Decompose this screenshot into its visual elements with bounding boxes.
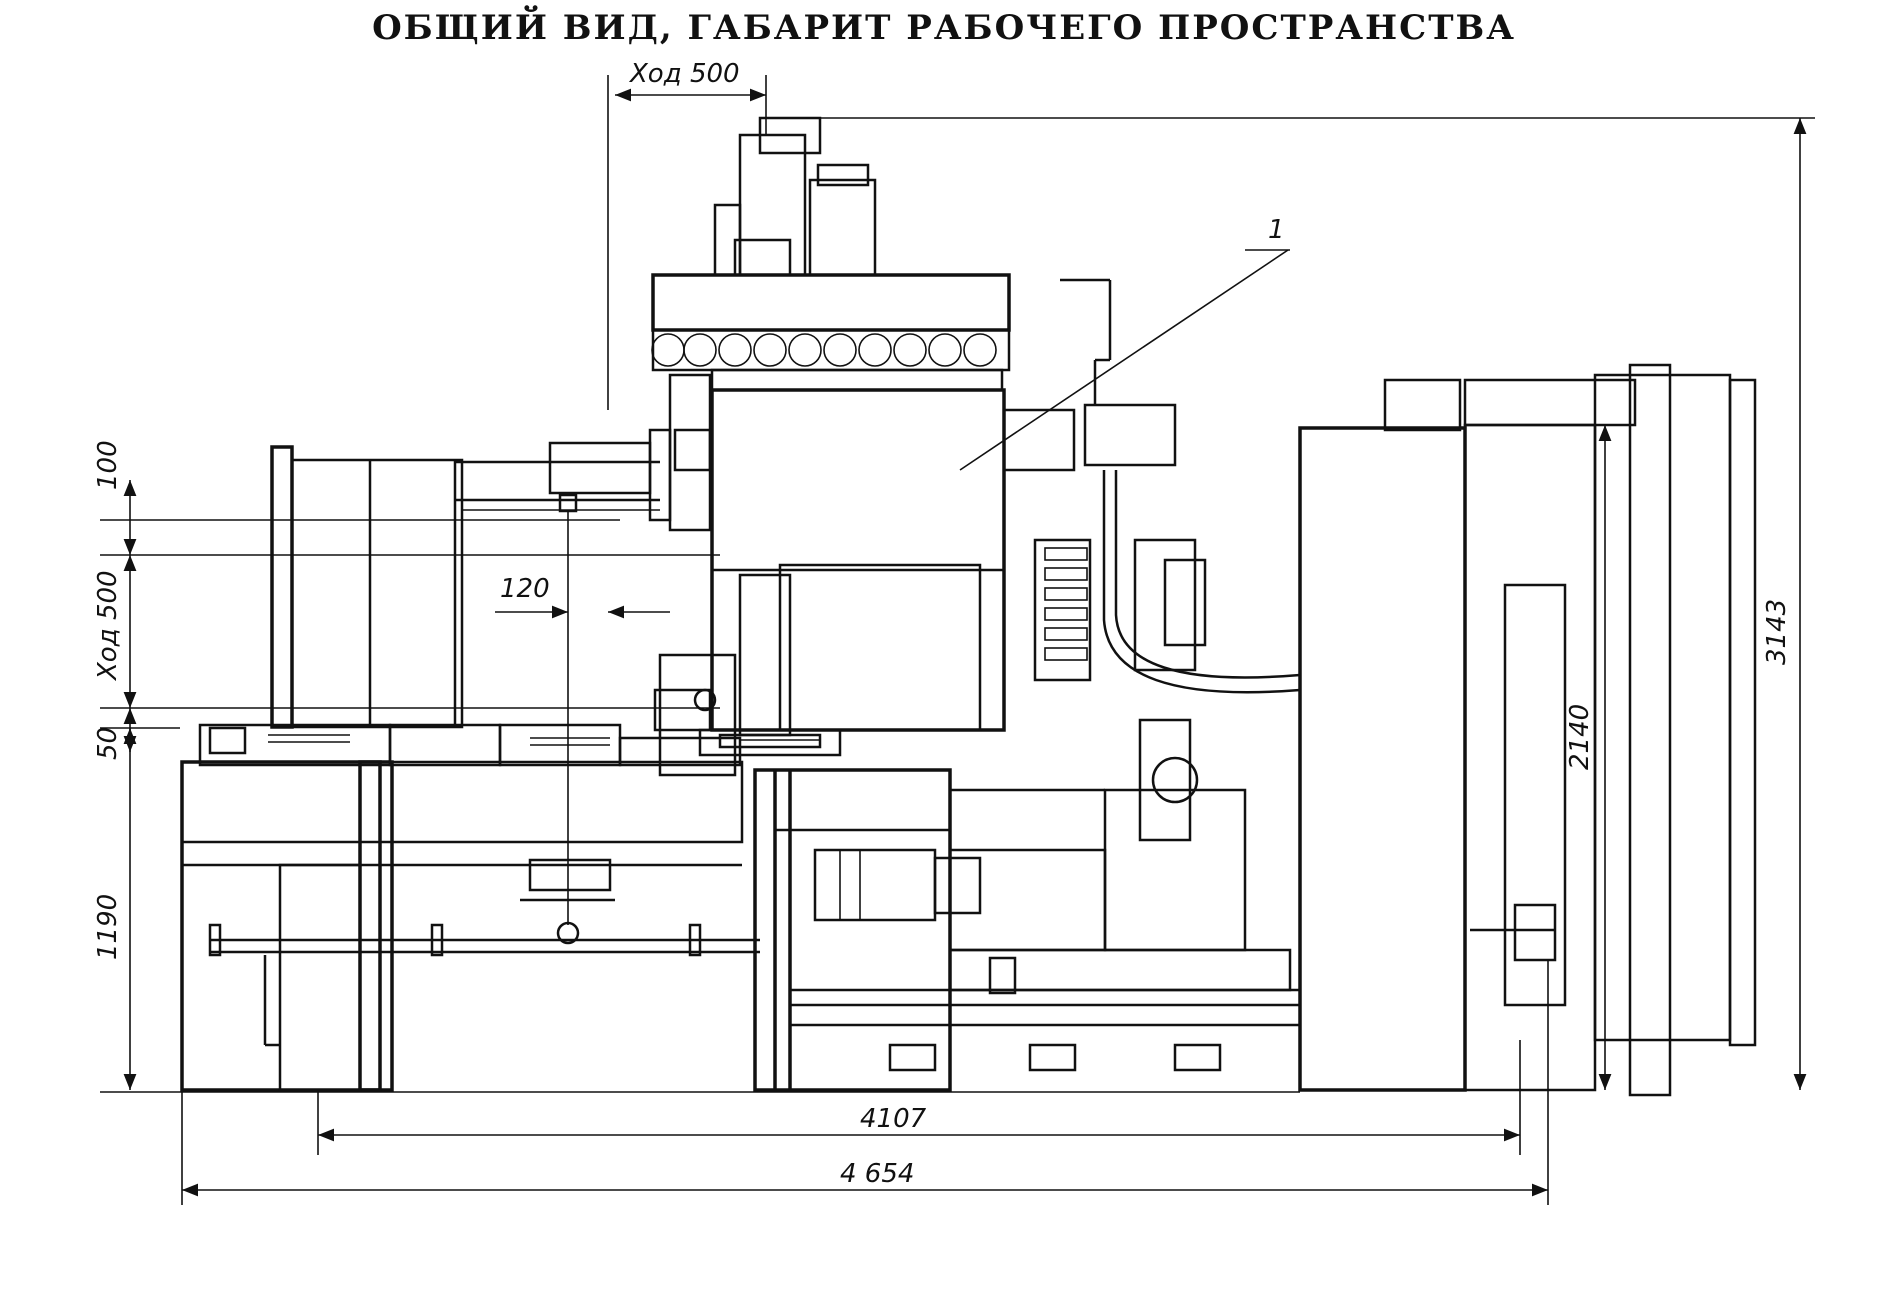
d4107-label: 4107 xyxy=(860,1104,927,1134)
tool-turret xyxy=(651,116,1011,392)
motor-horizontal xyxy=(813,848,982,922)
center-bed xyxy=(753,718,1300,1092)
callout-1-label: 1 xyxy=(1268,215,1285,245)
dimension-lines xyxy=(100,75,1815,1205)
pendant-hook xyxy=(520,493,615,945)
d2140-label: 2140 xyxy=(1565,704,1595,770)
side-stroke-label: Ход 500 xyxy=(93,570,123,682)
d3143-label: 3143 xyxy=(1762,599,1792,665)
spindle-assembly xyxy=(548,373,737,777)
column-head xyxy=(698,388,1006,757)
left-table xyxy=(180,723,820,1092)
d1190-label: 1190 xyxy=(93,894,123,960)
d50-label: 50 xyxy=(93,727,123,760)
motor-small xyxy=(1138,718,1199,842)
top-stroke-label: Ход 500 xyxy=(628,59,740,89)
right-cabinet xyxy=(1298,363,1757,1097)
d4654-label: 4 654 xyxy=(840,1159,914,1189)
callout-leader xyxy=(959,249,1289,471)
hydraulic-unit xyxy=(1002,278,1301,694)
d120-label: 120 xyxy=(500,574,550,604)
drawing-title: ОБЩИЙ ВИД, ГАБАРИТ РАБОЧЕГО ПРОСТРАНСТВА xyxy=(372,8,1516,48)
left-gantry-frame xyxy=(270,445,660,729)
d100-label: 100 xyxy=(93,440,123,490)
